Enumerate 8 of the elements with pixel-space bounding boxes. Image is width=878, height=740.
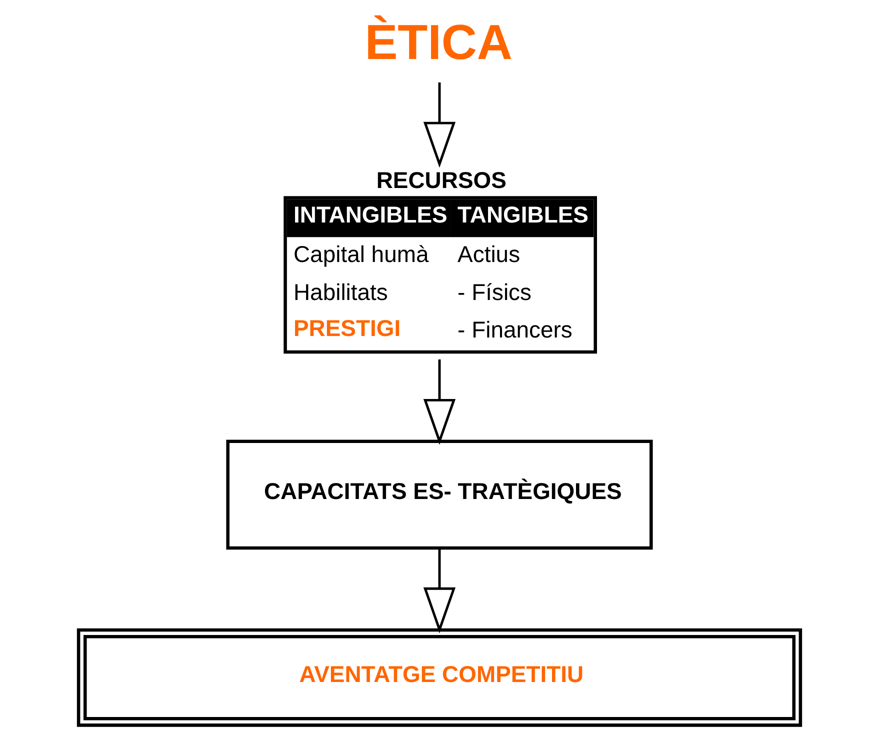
arrow — [422, 359, 456, 445]
node-box: CAPACITATS ES- TRATÈGIQUES — [226, 440, 652, 550]
node-label: RECURSOS — [376, 167, 506, 194]
node-text: ÈTICA — [364, 15, 512, 70]
arrow — [422, 548, 456, 634]
node-box: INTANGIBLES TANGIBLES Capital humà Actius Habilitats - Físics PRESTIGI - Financers — [283, 196, 596, 354]
arrow — [422, 82, 456, 168]
node-box: AVENTATGE COMPETITIU — [76, 628, 802, 727]
